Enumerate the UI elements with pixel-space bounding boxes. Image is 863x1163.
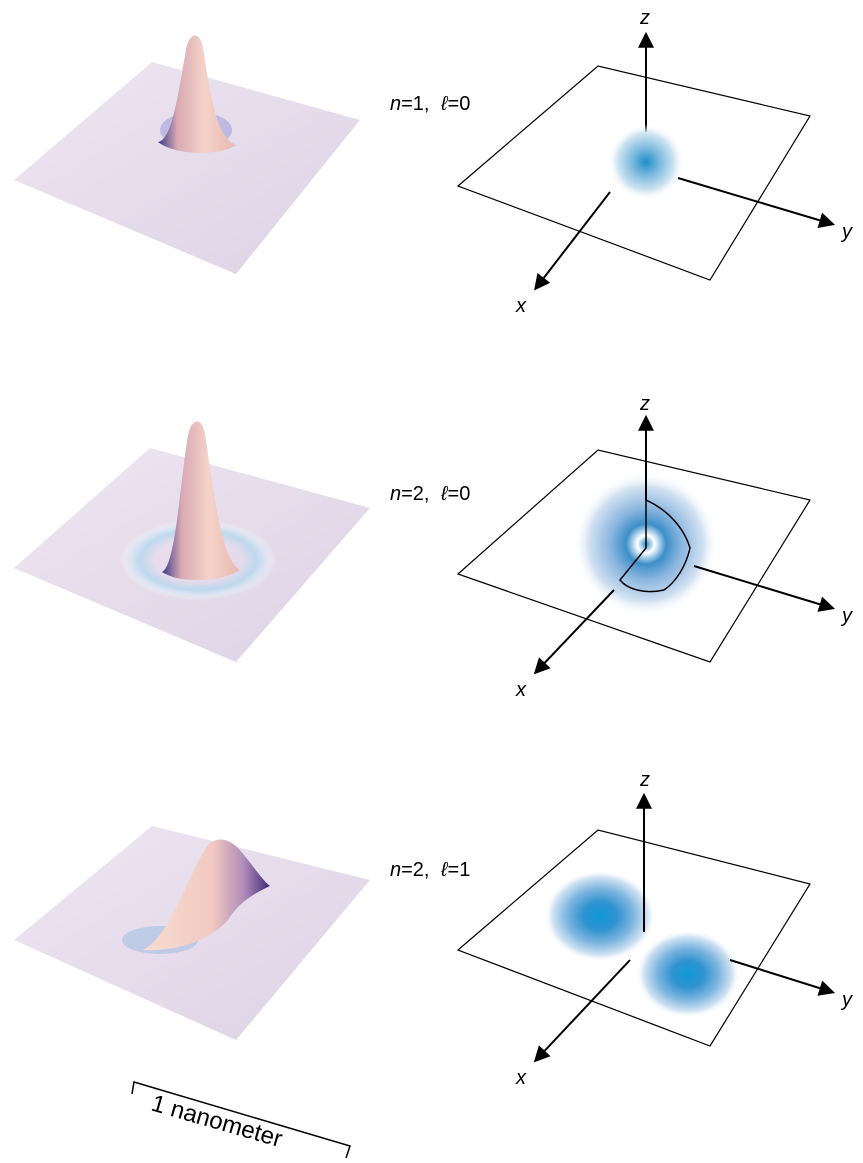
z-axis-label: z <box>639 769 650 791</box>
orbital-diagram-1s: z y x <box>458 7 853 317</box>
y-axis-label: y <box>840 221 853 243</box>
surface-plot-2p <box>14 826 370 1040</box>
row-3: n=2, ℓ=1 z y x <box>14 769 853 1089</box>
y-axis <box>678 178 832 224</box>
x-axis-label: x <box>515 679 527 701</box>
y-axis <box>694 566 832 608</box>
surface-plot-2s <box>14 421 370 662</box>
x-axis <box>536 192 610 288</box>
z-axis-label: z <box>639 7 650 29</box>
surface-plot-1s <box>14 35 360 274</box>
scale-bar: 1 nanometer <box>132 1082 350 1158</box>
x-axis <box>536 590 614 672</box>
y-axis-label: y <box>840 605 853 627</box>
s-orbital-density <box>608 124 684 200</box>
x-axis-label: x <box>515 295 527 317</box>
row-1: n=1, ℓ=0 z y x <box>14 7 853 317</box>
y-axis-label: y <box>840 989 853 1011</box>
p-orbital-lobe-right <box>636 930 740 1018</box>
orbital-diagram-2p: z y x <box>458 769 853 1089</box>
y-axis <box>730 960 832 992</box>
state-label-2: n=2, ℓ=0 <box>390 483 470 505</box>
p-orbital-lobe-left <box>544 870 656 962</box>
row-2: n=2, ℓ=0 z y x <box>14 393 853 701</box>
z-axis-label: z <box>639 393 650 415</box>
scale-bar-label: 1 nanometer <box>148 1090 285 1153</box>
orbital-diagram-2s: z y x <box>458 393 853 701</box>
state-label-1: n=1, ℓ=0 <box>390 93 470 115</box>
x-axis-label: x <box>515 1067 527 1089</box>
state-label-3: n=2, ℓ=1 <box>390 859 470 881</box>
